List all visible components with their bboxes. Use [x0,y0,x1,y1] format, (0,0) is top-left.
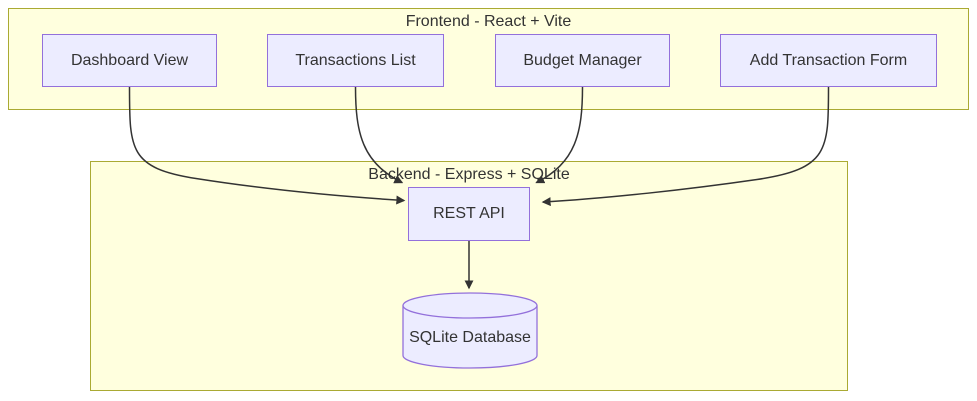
node-dashboard-view: Dashboard View [42,34,217,87]
frontend-cluster-title: Frontend - React + Vite [405,13,572,30]
node-transactions-list: Transactions List [267,34,444,87]
backend-cluster-title: Backend - Express + SQLite [368,166,570,183]
node-dashboard-view-label: Dashboard View [70,51,189,69]
node-sqlite-database-label: SQLite Database [409,329,531,346]
node-rest-api: REST API [408,187,530,241]
node-add-transaction-form: Add Transaction Form [720,34,937,87]
node-add-transaction-form-label: Add Transaction Form [749,51,908,69]
node-budget-manager-label: Budget Manager [523,51,642,69]
node-rest-api-label: REST API [433,205,505,222]
node-transactions-list-label: Transactions List [295,51,416,69]
node-budget-manager: Budget Manager [495,34,670,87]
